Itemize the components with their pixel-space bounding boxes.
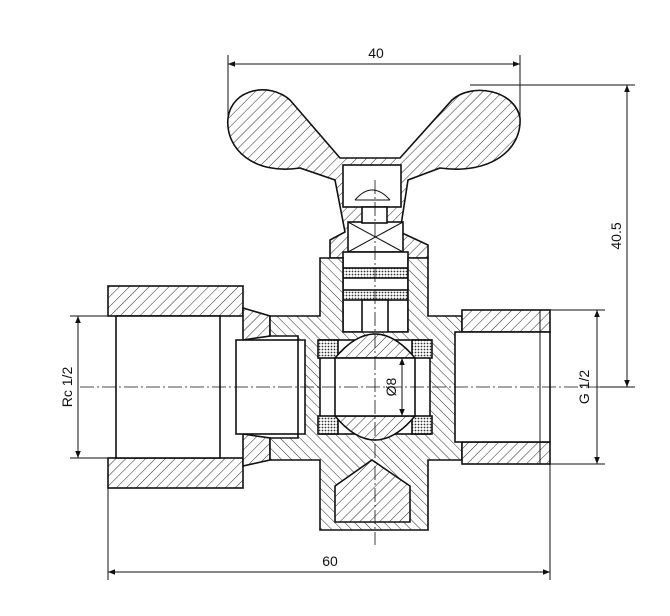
dimension-right-thread: G 1/2 bbox=[550, 309, 605, 465]
dimension-overall-length-label: 60 bbox=[322, 553, 338, 569]
dimension-left-thread: Rc 1/2 bbox=[59, 315, 116, 459]
dimension-right-thread-label: G 1/2 bbox=[576, 370, 592, 404]
valve-stem bbox=[342, 206, 409, 351]
dimension-overall-length: 60 bbox=[107, 464, 551, 580]
wing-handle bbox=[227, 89, 521, 259]
dimension-left-thread-label: Rc 1/2 bbox=[59, 367, 75, 408]
dimension-right-height: 40.5 bbox=[470, 84, 635, 388]
dimension-right-height-label: 40.5 bbox=[608, 222, 624, 249]
dimension-top-width-label: 40 bbox=[368, 45, 384, 61]
dimension-ball-bore: Ø8 bbox=[383, 358, 405, 416]
dimension-top-width: 40 bbox=[227, 45, 521, 120]
dimension-ball-bore-label: Ø8 bbox=[383, 377, 399, 396]
